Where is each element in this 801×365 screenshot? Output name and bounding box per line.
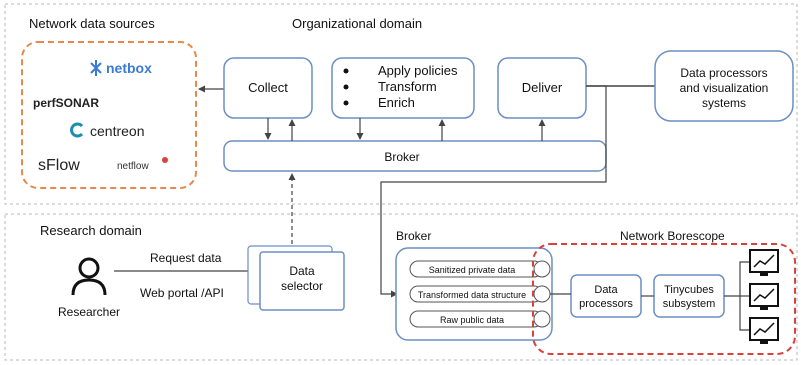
data-processors-label-line1: Data [594, 284, 618, 296]
process-item: Transform [378, 79, 437, 94]
monitor-icon [749, 249, 779, 276]
tinycubes-to-monitor-low [739, 296, 750, 331]
research-broker-title: Broker [396, 229, 431, 243]
data-selector-label-line2: selector [281, 279, 323, 293]
research-domain-title: Research domain [40, 223, 142, 238]
web-portal-label: Web portal /API [140, 286, 224, 300]
data-selector-label-line1: Data [289, 264, 315, 278]
consumers-label-line1: Data processors [680, 66, 767, 80]
deliver-label: Deliver [522, 80, 563, 95]
tinycubes-box [653, 274, 725, 318]
netbox-logo: netbox [90, 60, 152, 76]
process-list: Apply policies Transform Enrich [343, 63, 458, 110]
monitor-icon [749, 283, 779, 310]
broker-queue-label: Sanitized private data [429, 265, 516, 275]
centreon-logo-text: centreon [90, 123, 144, 139]
netflow-logo: netflow [117, 157, 168, 172]
borescope-title: Network Borescope [620, 229, 725, 243]
broker-queue-raw: Raw public data [409, 310, 551, 328]
process-item: Enrich [378, 95, 415, 110]
perfsonar-logo: perfSONAR [33, 96, 99, 110]
broker-queue-sanitized: Sanitized private data [409, 260, 551, 278]
organizational-domain-title: Organizational domain [292, 16, 422, 31]
deliver-to-research-broker-line [380, 85, 607, 298]
data-processors-box [570, 274, 642, 318]
centreon-logo: centreon [70, 122, 144, 139]
monitor-icon [749, 317, 779, 344]
request-data-label: Request data [150, 251, 222, 265]
tinycubes-label-line2: subsystem [663, 298, 716, 310]
process-box [331, 57, 475, 119]
organizational-domain-frame [4, 3, 798, 205]
borescope-box [532, 243, 796, 355]
deliver-box [497, 57, 587, 119]
broker-queue-label: Raw public data [440, 315, 504, 325]
org-broker-label: Broker [384, 150, 419, 164]
research-domain-frame [4, 213, 798, 361]
consumers-label-line2: and visualization [680, 81, 769, 95]
netflow-logo-text: netflow [117, 161, 149, 172]
researcher-person-icon [71, 257, 107, 296]
tinycubes-to-monitors-line [724, 261, 750, 297]
data-sources-box [21, 41, 197, 189]
netbox-logo-text: netbox [106, 60, 152, 76]
process-item: Apply policies [378, 63, 458, 78]
data-selector-box [259, 251, 345, 311]
tinycubes-label-line1: Tinycubes [664, 284, 714, 296]
consumers-label-line3: systems [702, 96, 746, 110]
broker-queue-transformed: Transformed data structure [409, 285, 551, 303]
network-data-sources-title: Network data sources [29, 16, 155, 31]
sflow-logo: sFlow [38, 157, 80, 174]
researcher-label: Researcher [58, 305, 120, 319]
broker-queue-label: Transformed data structure [418, 290, 526, 300]
collect-label: Collect [248, 80, 288, 95]
consumers-box [654, 50, 794, 122]
data-processors-label-line2: processors [579, 298, 633, 310]
